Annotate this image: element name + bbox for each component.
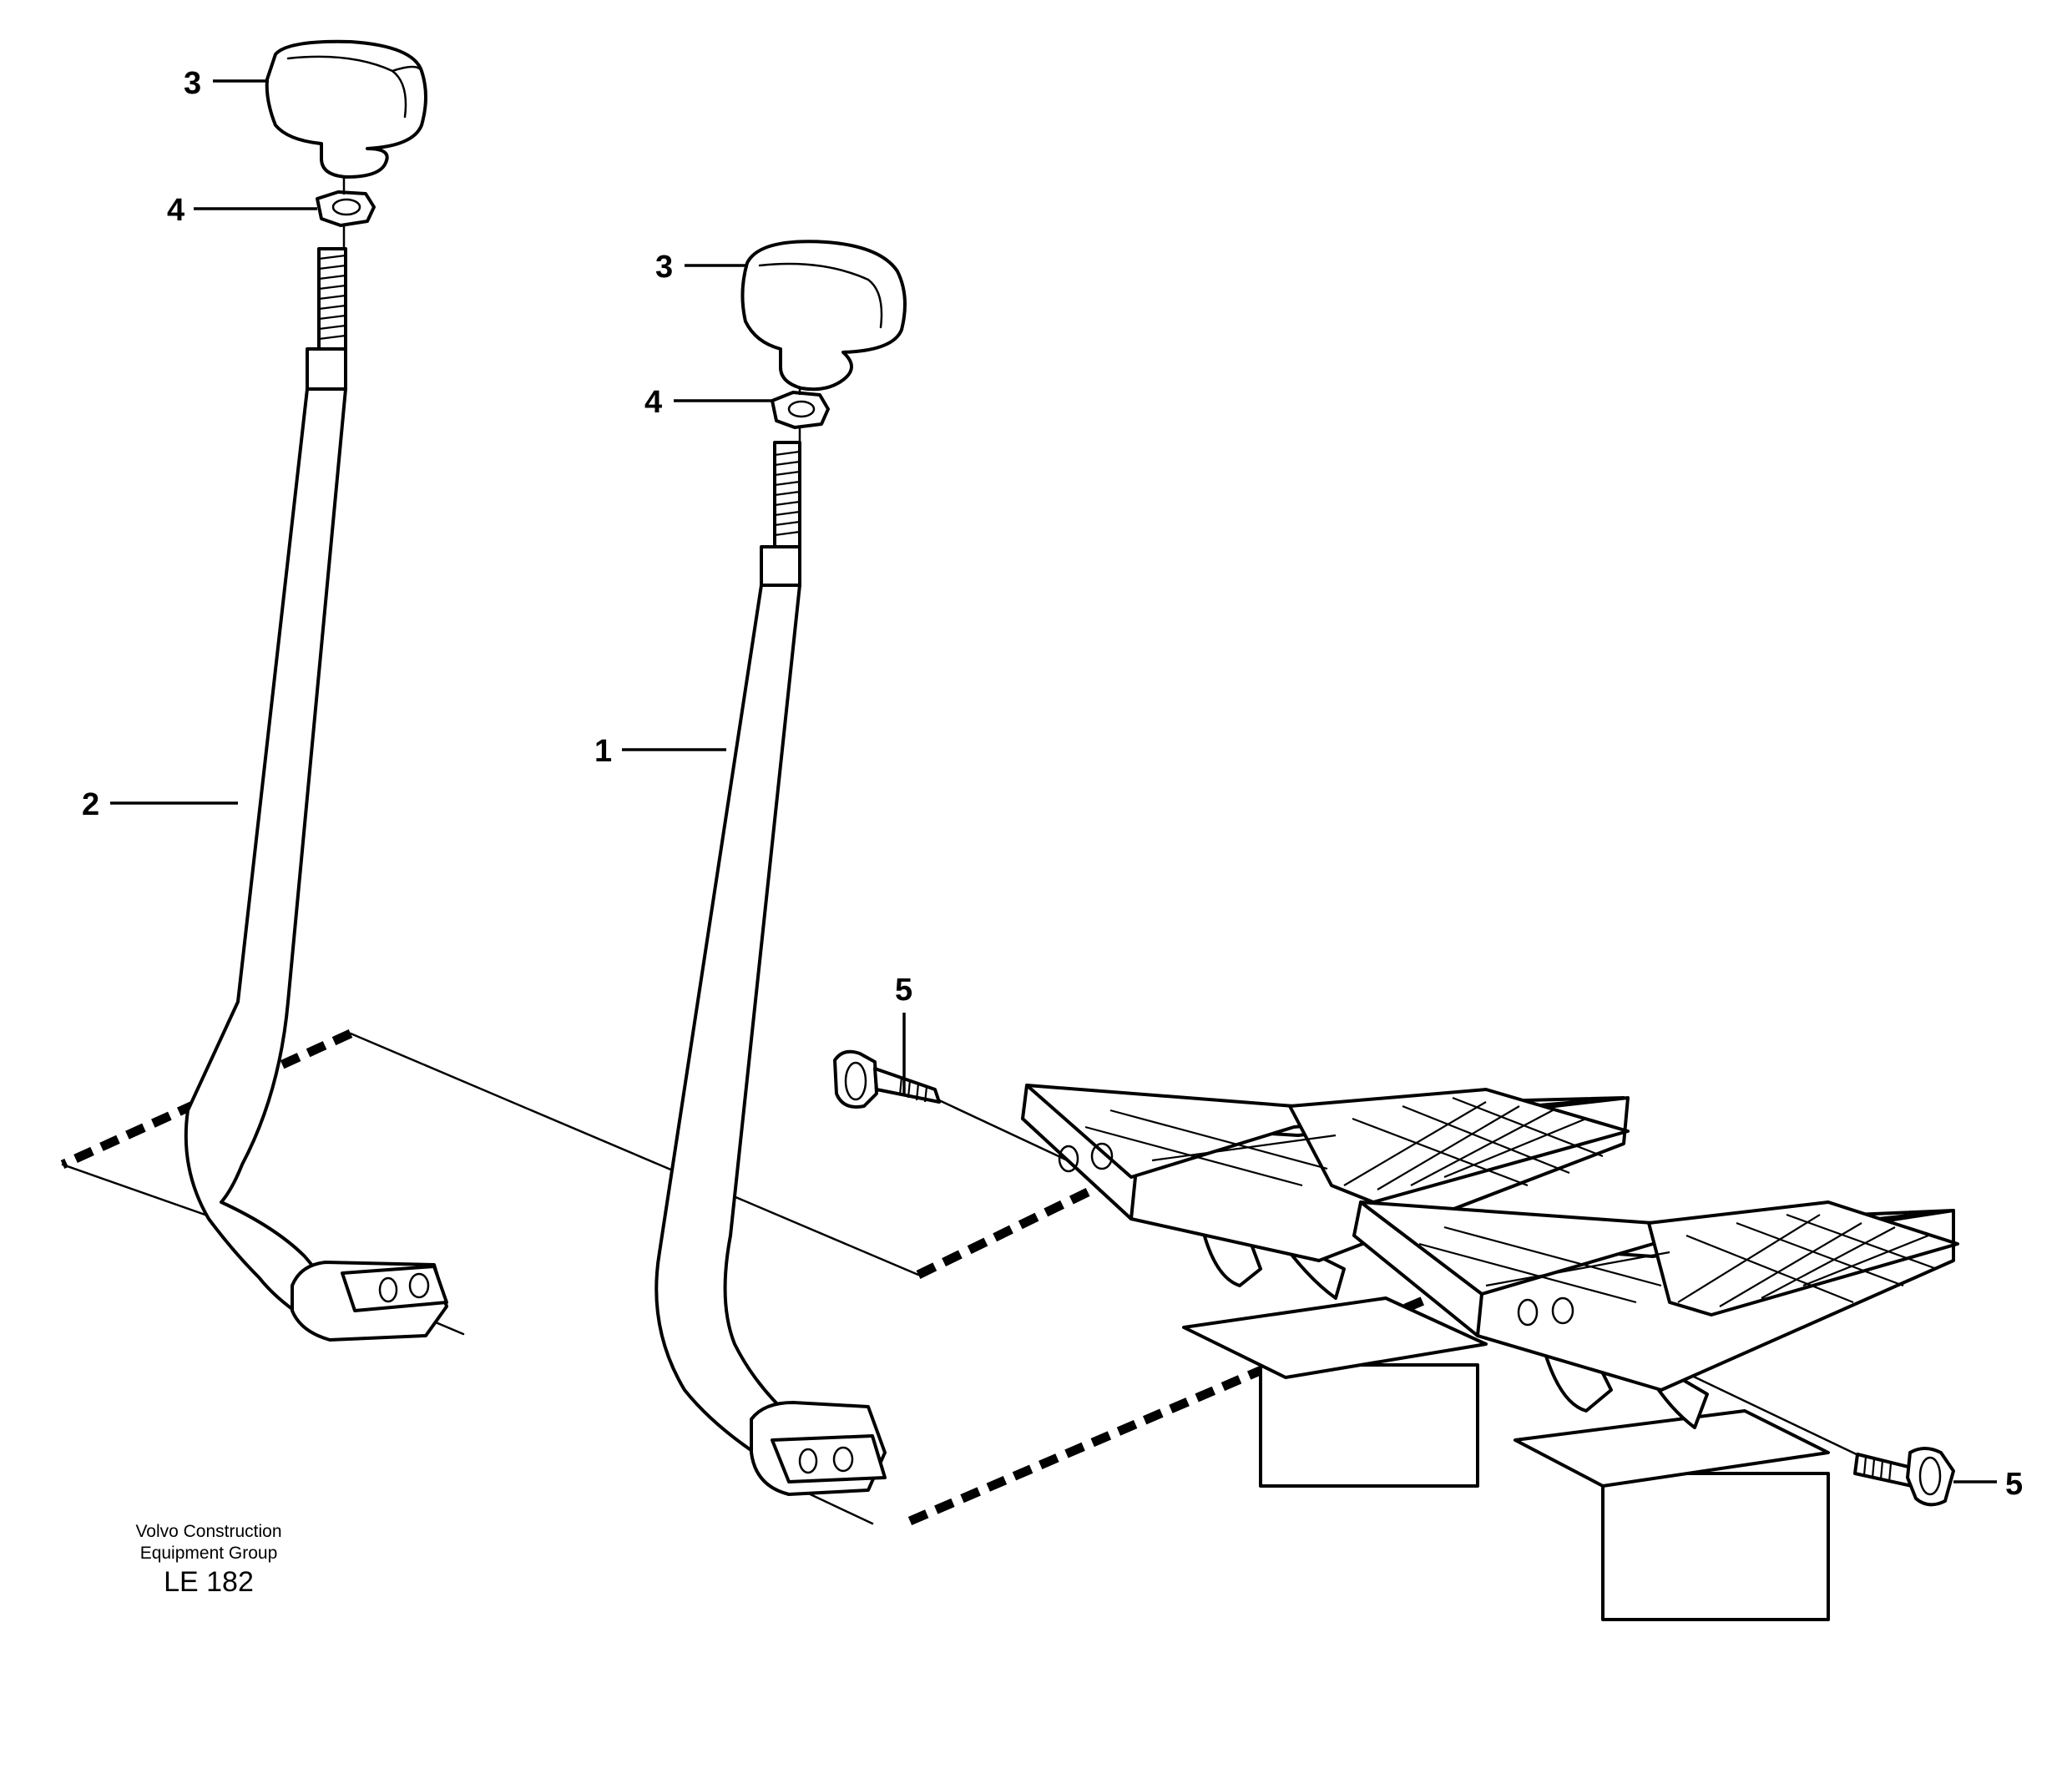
- callout-bolt-upper: 5: [895, 973, 912, 1008]
- figure-reference: LE 182: [164, 1566, 254, 1598]
- callout-right-lever: 1: [594, 734, 612, 769]
- knob-left: [265, 39, 427, 179]
- callout-right-knob: 3: [655, 250, 673, 285]
- lever-right: [654, 240, 907, 1496]
- callout-left-knob: 3: [184, 66, 201, 101]
- callout-bolt-lower: 5: [2005, 1467, 2023, 1502]
- callout-leaders: [110, 79, 1997, 1483]
- callout-left-lever: 2: [82, 787, 99, 822]
- company-line-1: Volvo Construction: [135, 1522, 282, 1541]
- lever-left: [184, 39, 448, 1342]
- callout-right-nut: 4: [644, 385, 662, 420]
- pedal-upper: [1021, 1084, 1630, 1488]
- bolt-lower: [1853, 1447, 1955, 1507]
- pedal-lower: [1352, 1200, 1959, 1621]
- callout-left-nut: 4: [167, 193, 184, 228]
- company-caption: Volvo Construction Equipment Group: [100, 1521, 317, 1564]
- bolt-upper: [833, 1049, 941, 1109]
- nut-right: [771, 391, 830, 429]
- company-line-2: Equipment Group: [139, 1544, 278, 1563]
- nut-left: [316, 190, 376, 227]
